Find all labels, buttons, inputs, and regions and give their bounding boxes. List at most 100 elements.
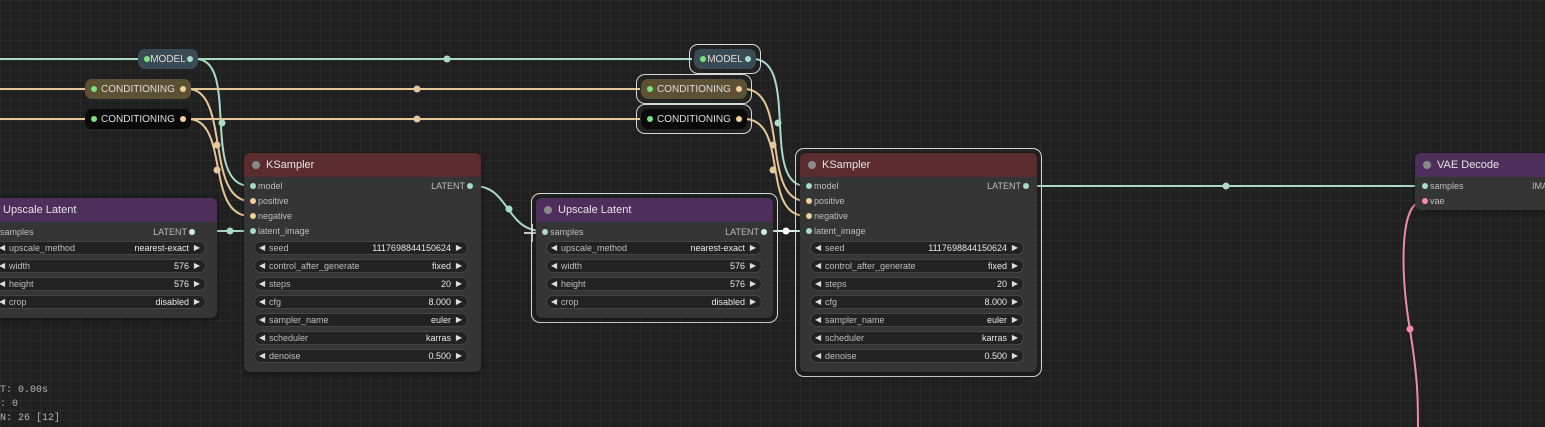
decrement-arrow-icon[interactable]: ◀ [551, 297, 558, 306]
widget-height[interactable]: ◀ height 576 ▶ [0, 277, 206, 291]
input-slot-vae[interactable]: vae [1422, 195, 1445, 207]
input-slot-latent-image[interactable]: latent_image [250, 225, 310, 237]
upscale-latent-node-left[interactable]: Upscale Latent samples LATENT ◀ upscale_… [0, 198, 217, 318]
node-title-bar[interactable]: Upscale Latent [0, 198, 217, 222]
decrement-arrow-icon[interactable]: ◀ [815, 351, 822, 360]
widget-cfg[interactable]: ◀ cfg 8.000 ▶ [254, 295, 468, 309]
reroute-conditioning-positive-2[interactable]: CONDITIONING [641, 79, 747, 99]
output-dot[interactable] [467, 183, 473, 189]
decrement-arrow-icon[interactable]: ◀ [259, 315, 266, 324]
decrement-arrow-icon[interactable]: ◀ [259, 333, 266, 342]
upscale-latent-node-middle[interactable]: Upscale Latent samples LATENT ◀ upscale_… [536, 198, 773, 318]
widget-denoise[interactable]: ◀ denoise 0.500 ▶ [254, 349, 468, 363]
increment-arrow-icon[interactable]: ▶ [193, 243, 200, 252]
decrement-arrow-icon[interactable]: ◀ [0, 279, 6, 288]
increment-arrow-icon[interactable]: ▶ [193, 279, 200, 288]
widget-upscale-method[interactable]: ◀ upscale_method nearest-exact ▶ [546, 241, 762, 255]
increment-arrow-icon[interactable]: ▶ [1011, 315, 1018, 324]
input-slot-positive[interactable]: positive [250, 195, 289, 207]
input-dot[interactable] [250, 183, 256, 189]
increment-arrow-icon[interactable]: ▶ [193, 261, 200, 270]
ksampler-node-2[interactable]: KSampler model positive negative latent_… [800, 153, 1037, 372]
decrement-arrow-icon[interactable]: ◀ [815, 243, 822, 252]
decrement-arrow-icon[interactable]: ◀ [815, 315, 822, 324]
input-dot[interactable] [542, 229, 548, 235]
node-title-bar[interactable]: Upscale Latent [536, 198, 773, 222]
input-slot-samples[interactable]: samples [542, 226, 584, 238]
decrement-arrow-icon[interactable]: ◀ [0, 297, 6, 306]
reroute-input-dot[interactable] [144, 56, 150, 62]
widget-seed[interactable]: ◀ seed 1117698844150624 ▶ [254, 241, 468, 255]
widget-sampler-name[interactable]: ◀ sampler_name euler ▶ [810, 313, 1024, 327]
widget-control-after-generate[interactable]: ◀ control_after_generate fixed ▶ [810, 259, 1024, 273]
widget-crop[interactable]: ◀ crop disabled ▶ [546, 295, 762, 309]
widget-height[interactable]: ◀ height 576 ▶ [546, 277, 762, 291]
widget-sampler-name[interactable]: ◀ sampler_name euler ▶ [254, 313, 468, 327]
widget-width[interactable]: ◀ width 576 ▶ [546, 259, 762, 273]
decrement-arrow-icon[interactable]: ◀ [259, 243, 266, 252]
node-title-bar[interactable]: VAE Decode [1415, 153, 1545, 177]
widget-cfg[interactable]: ◀ cfg 8.000 ▶ [810, 295, 1024, 309]
decrement-arrow-icon[interactable]: ◀ [259, 351, 266, 360]
decrement-arrow-icon[interactable]: ◀ [815, 261, 822, 270]
input-dot[interactable] [250, 228, 256, 234]
collapse-dot-icon[interactable] [544, 206, 552, 214]
decrement-arrow-icon[interactable]: ◀ [815, 333, 822, 342]
input-slot-model[interactable]: model [806, 180, 839, 192]
input-slot-samples[interactable]: samples [0, 226, 34, 238]
reroute-input-dot[interactable] [700, 56, 706, 62]
increment-arrow-icon[interactable]: ▶ [1011, 351, 1018, 360]
output-slot-latent[interactable]: LATENT [987, 180, 1029, 192]
reroute-conditioning-negative-2[interactable]: CONDITIONING [641, 109, 747, 129]
decrement-arrow-icon[interactable]: ◀ [551, 279, 558, 288]
output-slot-image[interactable]: IMA [1532, 180, 1545, 192]
output-dot[interactable] [761, 229, 767, 235]
reroute-input-dot[interactable] [91, 86, 97, 92]
widget-scheduler[interactable]: ◀ scheduler karras ▶ [254, 331, 468, 345]
increment-arrow-icon[interactable]: ▶ [455, 315, 462, 324]
input-slot-samples[interactable]: samples [1422, 180, 1464, 192]
input-dot[interactable] [806, 198, 812, 204]
reroute-input-dot[interactable] [647, 116, 653, 122]
increment-arrow-icon[interactable]: ▶ [455, 351, 462, 360]
reroute-model-2[interactable]: MODEL [694, 49, 756, 69]
widget-steps[interactable]: ◀ steps 20 ▶ [254, 277, 468, 291]
reroute-model-1[interactable]: MODEL [138, 49, 198, 69]
input-dot[interactable] [250, 213, 256, 219]
decrement-arrow-icon[interactable]: ◀ [259, 261, 266, 270]
increment-arrow-icon[interactable]: ▶ [1011, 297, 1018, 306]
collapse-dot-icon[interactable] [1423, 161, 1431, 169]
increment-arrow-icon[interactable]: ▶ [1011, 261, 1018, 270]
increment-arrow-icon[interactable]: ▶ [455, 243, 462, 252]
increment-arrow-icon[interactable]: ▶ [455, 261, 462, 270]
increment-arrow-icon[interactable]: ▶ [1011, 333, 1018, 342]
input-slot-model[interactable]: model [250, 180, 283, 192]
input-dot[interactable] [250, 198, 256, 204]
output-dot[interactable] [1023, 183, 1029, 189]
increment-arrow-icon[interactable]: ▶ [455, 333, 462, 342]
increment-arrow-icon[interactable]: ▶ [455, 297, 462, 306]
decrement-arrow-icon[interactable]: ◀ [551, 243, 558, 252]
reroute-output-dot[interactable] [180, 116, 186, 122]
reroute-output-dot[interactable] [745, 56, 751, 62]
decrement-arrow-icon[interactable]: ◀ [815, 279, 822, 288]
reroute-output-dot[interactable] [736, 116, 742, 122]
output-dot[interactable] [189, 229, 195, 235]
input-dot[interactable] [1422, 183, 1428, 189]
decrement-arrow-icon[interactable]: ◀ [0, 261, 6, 270]
reroute-conditioning-positive-1[interactable]: CONDITIONING [85, 79, 191, 99]
input-slot-latent-image[interactable]: latent_image [806, 225, 866, 237]
increment-arrow-icon[interactable]: ▶ [455, 279, 462, 288]
output-slot-latent[interactable]: LATENT [431, 180, 473, 192]
increment-arrow-icon[interactable]: ▶ [1011, 243, 1018, 252]
decrement-arrow-icon[interactable]: ◀ [0, 243, 6, 252]
reroute-input-dot[interactable] [91, 116, 97, 122]
input-dot[interactable] [806, 213, 812, 219]
decrement-arrow-icon[interactable]: ◀ [259, 279, 266, 288]
decrement-arrow-icon[interactable]: ◀ [551, 261, 558, 270]
widget-crop[interactable]: ◀ crop disabled ▶ [0, 295, 206, 309]
input-dot[interactable] [1422, 198, 1428, 204]
output-slot-latent[interactable]: LATENT [725, 226, 767, 238]
output-slot-latent[interactable]: LATENT [153, 226, 195, 238]
decrement-arrow-icon[interactable]: ◀ [259, 297, 266, 306]
